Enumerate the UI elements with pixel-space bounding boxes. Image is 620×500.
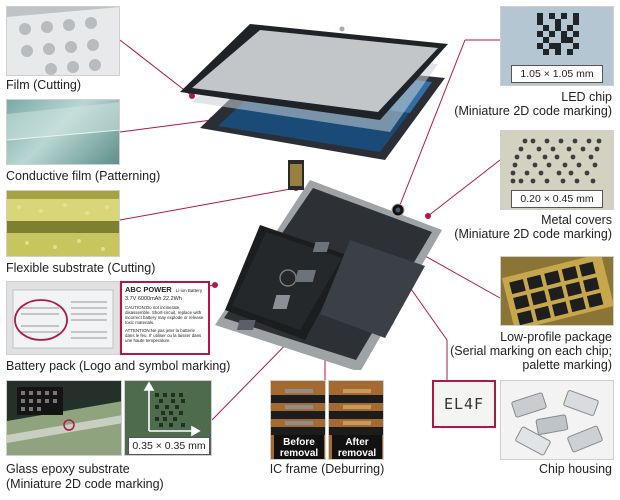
ic-frame-after-thumbnail: After removal: [328, 380, 384, 460]
battery-spec: 3.7V 6000mAh 22.2Wh: [125, 296, 182, 302]
after-removal-tag: After removal: [332, 435, 382, 459]
battery-type: Li-ion Battery: [175, 288, 203, 293]
chip-housing-image: [501, 381, 613, 459]
battery-attention: ATTENTION:Ne pas jeter la batterie dans …: [125, 328, 202, 343]
conductive-film-label: Conductive film (Patterning): [6, 169, 161, 183]
metal-covers-label-2: (Miniature 2D code marking): [454, 227, 612, 241]
conductive-film-image: [7, 102, 119, 141]
phone-exploded-illustration: [180, 24, 448, 370]
ic-frame-label: IC frame (Deburring): [269, 462, 385, 476]
serial-marking-box: EL4F: [432, 380, 496, 428]
film-sheet-image: [7, 7, 119, 75]
low-profile-label-1: Low-profile package: [500, 330, 612, 344]
led-chip-thumbnail: 1.05 × 1.05 mm: [500, 6, 614, 86]
battery-thumbnail: [6, 281, 120, 355]
phone-housing: [215, 180, 442, 370]
glass-epoxy-code-zoom: 0.35 × 0.35 mm: [124, 380, 212, 456]
serial-marking-text: EL4F: [443, 395, 485, 413]
film-thumbnail: [6, 6, 120, 76]
glass-measurement: 0.35 × 0.35 mm: [128, 437, 210, 455]
flexible-substrate-image: [7, 191, 119, 256]
glass-epoxy-thumbnail: [6, 380, 122, 456]
before-tag-line1: Before: [283, 437, 315, 448]
led-chip-label-1: LED chip: [561, 90, 612, 104]
low-profile-label-3: palette marking): [522, 358, 612, 372]
glass-epoxy-photo: [7, 381, 121, 455]
battery-caution: CAUTION:Do not incinerate, disassemble. …: [125, 305, 204, 325]
glass-epoxy-label-1: Glass epoxy substrate: [6, 462, 130, 476]
battery-label-zoom: ABC POWER Li-ion Battery 3.7V 6000mAh 22…: [120, 281, 210, 355]
circuit-board: [320, 240, 425, 338]
chip-housing-thumbnail: [500, 380, 614, 460]
battery-pack-label: Battery pack (Logo and symbol marking): [6, 359, 231, 373]
metal-measurement: 0.20 × 0.45 mm: [511, 190, 603, 208]
after-tag-line2: removal: [337, 448, 377, 459]
flexible-substrate-thumbnail: [6, 190, 120, 257]
low-profile-package-thumbnail: [500, 256, 614, 326]
led-measurement: 1.05 × 1.05 mm: [511, 65, 603, 83]
chip-housing-label: Chip housing: [539, 462, 612, 476]
ic-frame-before-thumbnail: Before removal: [270, 380, 326, 460]
flexible-substrate-label: Flexible substrate (Cutting): [6, 261, 156, 275]
before-removal-tag: Before removal: [274, 435, 324, 459]
low-profile-label-2: (Serial marking on each chip;: [450, 344, 612, 358]
led-chip-label-2: (Miniature 2D code marking): [454, 104, 612, 118]
before-tag-line2: removal: [279, 448, 319, 459]
conductive-film-thumbnail: [6, 99, 120, 165]
metal-covers-thumbnail: 0.20 × 0.45 mm: [500, 130, 614, 210]
glass-epoxy-label-2: (Miniature 2D code marking): [6, 477, 164, 491]
top-film-glass: [192, 30, 438, 112]
after-tag-line1: After: [345, 437, 369, 448]
metal-covers-label-1: Metal covers: [541, 213, 612, 227]
low-profile-package-image: [501, 257, 613, 325]
battery-photo: [7, 282, 119, 354]
film-label: Film (Cutting): [6, 78, 82, 92]
battery-brand: ABC POWER: [125, 285, 172, 294]
